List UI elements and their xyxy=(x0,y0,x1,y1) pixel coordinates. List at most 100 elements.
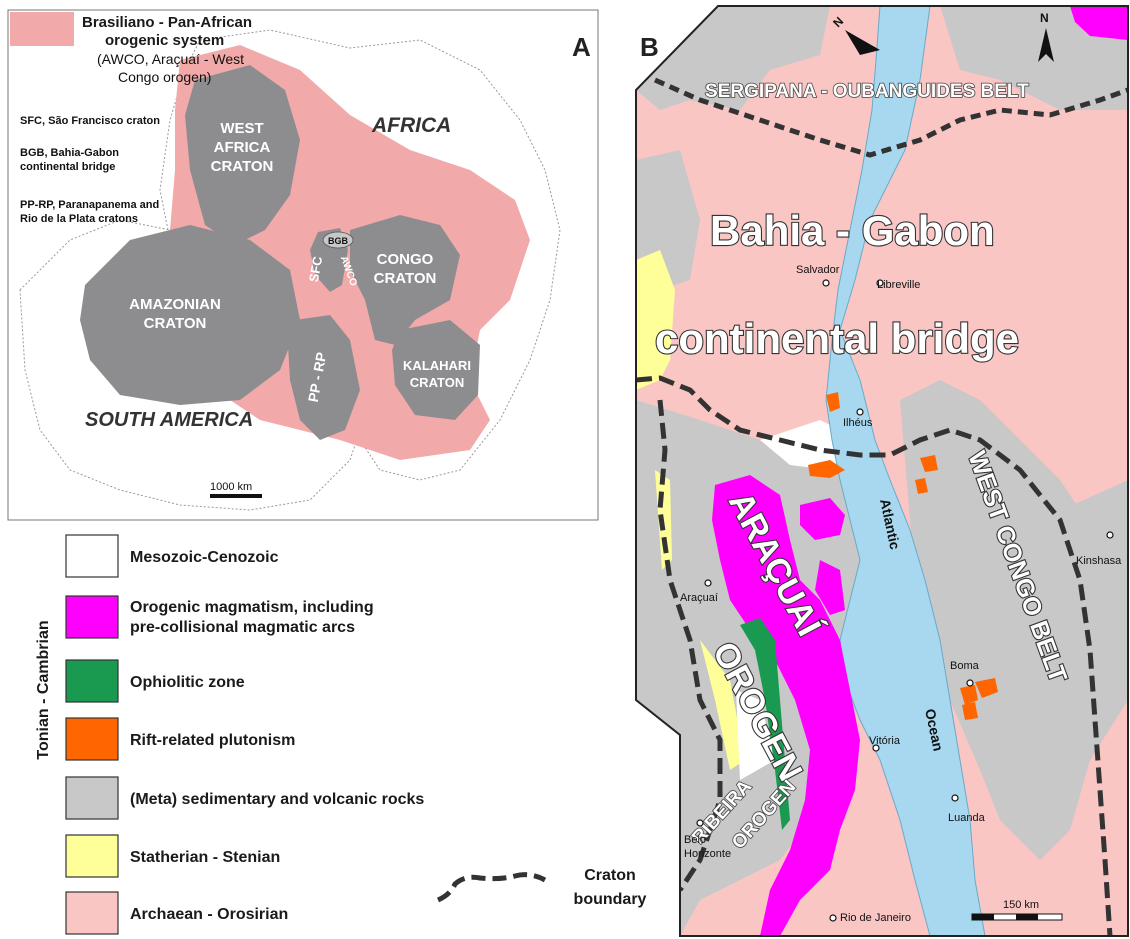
west-africa-craton xyxy=(185,65,300,245)
city-libreville: Libreville xyxy=(877,279,920,291)
legend-a-title-2: orogenic system xyxy=(105,32,224,49)
rift-4 xyxy=(915,478,928,494)
legend-item-4: (Meta) sedimentary and volcanic rocks xyxy=(130,791,424,808)
scale-a-label: 1000 km xyxy=(210,481,252,493)
cities: Salvador Libreville Ilhéus Araçuaí Kinsh… xyxy=(680,264,1122,924)
city-dot-kinshasa xyxy=(1106,531,1114,539)
label-west-africa-3: CRATON xyxy=(211,158,274,175)
legend-item-6: Archaean - Orosirian xyxy=(130,906,288,923)
city-dot-salvador xyxy=(822,279,830,287)
abbr-pp-1: PP-RP, Paranapanema and xyxy=(20,199,159,211)
north-arrow-rotated-icon xyxy=(845,30,880,55)
magmatic-arc xyxy=(712,475,860,936)
label-kalahari-1: KALAHARI xyxy=(403,358,471,373)
africa-outline xyxy=(159,29,561,481)
craton-boundary-north xyxy=(653,77,1128,158)
statherian-3 xyxy=(700,640,745,770)
legend: Tonian - Cambrian Mesozoic-Cenozoic Orog… xyxy=(35,534,647,935)
rift-3 xyxy=(920,455,938,472)
abbr-bgb-1: BGB, Bahia-Gabon xyxy=(20,147,119,159)
legend-item-2: Ophiolitic zone xyxy=(130,674,245,691)
meta-east xyxy=(1040,480,1128,620)
legend-swatch-4 xyxy=(65,776,119,820)
label-congo-2: CRATON xyxy=(374,270,437,287)
north-arrow-label: N xyxy=(1040,11,1049,25)
label-continental-bridge: continental bridge xyxy=(655,315,1019,362)
city-dot-belo-horizonte xyxy=(696,819,704,827)
legend-a-sub-2: Congo orogen) xyxy=(118,69,211,85)
atlantic-ocean xyxy=(825,6,986,936)
craton-boundary-south xyxy=(636,375,1113,936)
magmatic-blob-1 xyxy=(800,498,845,540)
rift-5 xyxy=(960,685,978,705)
kalahari-craton xyxy=(392,320,480,420)
city-dot-ilheus xyxy=(856,408,864,416)
label-amazonian-2: CRATON xyxy=(144,315,207,332)
ophiolitic-zone xyxy=(740,618,790,830)
label-amazonian-1: AMAZONIAN xyxy=(129,296,221,313)
abbr-bgb-2: continental bridge xyxy=(20,161,115,173)
meta-north-east xyxy=(940,6,1128,110)
congo-craton xyxy=(350,215,460,345)
meta-north-west xyxy=(636,6,830,110)
legend-item-0: Mesozoic-Cenozoic xyxy=(130,549,279,566)
city-dot-libreville xyxy=(876,279,884,287)
scale-b-seg-1 xyxy=(972,914,994,920)
city-rio: Rio de Janeiro xyxy=(840,912,911,924)
craton-boundary-symbol xyxy=(436,872,547,903)
legend-group-label: Tonian - Cambrian xyxy=(35,620,52,759)
amazonian-craton xyxy=(80,225,300,405)
legend-swatch-0 xyxy=(65,534,119,578)
city-luanda: Luanda xyxy=(948,812,986,824)
panel-a: A Brasiliano - Pan-African orogenic syst… xyxy=(7,9,599,521)
label-congo-1: CONGO xyxy=(377,251,434,268)
label-south-america: SOUTH AMERICA xyxy=(85,409,253,431)
scale-a-bar xyxy=(210,494,262,498)
city-kinshasa: Kinshasa xyxy=(1076,555,1122,567)
city-dot-vitoria xyxy=(872,744,880,752)
bgb-ellipse xyxy=(322,231,354,249)
orogen-swatch xyxy=(10,12,74,46)
label-sfc: SFC xyxy=(306,255,325,284)
city-dot-aracuai xyxy=(704,579,712,587)
label-bahia-gabon: Bahia - Gabon xyxy=(710,207,995,254)
mesozoic-2 xyxy=(736,690,775,780)
legend-swatch-1 xyxy=(65,595,119,639)
scale-b-label: 150 km xyxy=(1003,899,1039,911)
city-aracuai: Araçuaí xyxy=(680,592,718,604)
statherian-1 xyxy=(636,250,675,390)
legend-item-1-line2: pre-collisional magmatic arcs xyxy=(130,619,355,636)
rift-1 xyxy=(826,392,840,412)
label-sergipana: SERGIPANA - OUBANGUIDES BELT xyxy=(705,81,1029,102)
craton-boundary-label-2: boundary xyxy=(574,891,647,908)
panel-b-letter: B xyxy=(640,32,659,62)
rift-6 xyxy=(975,678,998,698)
abbr-pp-2: Rio de la Plata cratons xyxy=(20,213,138,225)
label-bgb: BGB xyxy=(328,236,349,246)
city-dot-boma xyxy=(966,679,974,687)
label-west-africa-1: WEST xyxy=(220,120,263,137)
city-dot-luanda xyxy=(951,794,959,802)
legend-item-5: Statherian - Stenian xyxy=(130,849,280,866)
legend-swatch-5 xyxy=(65,834,119,878)
scale-b-seg-2 xyxy=(1016,914,1038,920)
pp-rp-craton xyxy=(288,315,360,440)
city-vitoria: Vitória xyxy=(869,735,901,747)
abbr-sfc: SFC, São Francisco craton xyxy=(20,115,160,127)
magmatic-blob-2 xyxy=(815,560,845,615)
rift-2 xyxy=(808,460,845,478)
rift-7 xyxy=(962,702,978,720)
label-kalahari-2: CRATON xyxy=(410,375,464,390)
south-america-outline xyxy=(19,219,371,511)
label-west-africa-2: AFRICA xyxy=(214,139,271,156)
legend-a-title-1: Brasiliano - Pan-African xyxy=(82,14,252,31)
label-africa: AFRICA xyxy=(371,114,451,137)
city-dot-rio xyxy=(829,914,837,922)
panel-a-letter: A xyxy=(572,32,591,62)
city-salvador: Salvador xyxy=(796,264,840,276)
panel-b: B N N SERGIPANA - OUBANGUIDES BELT Bahia… xyxy=(635,5,1129,937)
legend-swatch-3 xyxy=(65,717,119,761)
legend-swatch-2 xyxy=(65,659,119,703)
north-arrow: N xyxy=(1038,11,1054,62)
